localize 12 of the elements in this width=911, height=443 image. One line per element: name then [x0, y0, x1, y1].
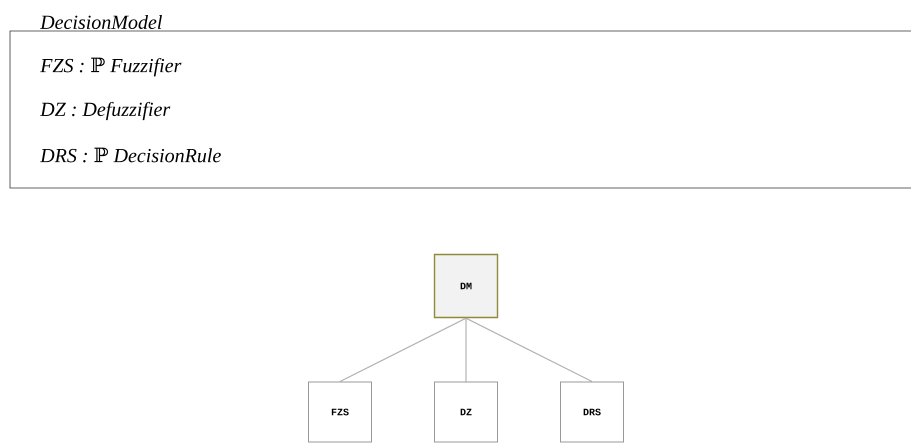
declaration: FZS : ℙ Fuzzifier: [40, 58, 182, 76]
child-box: FZS: [308, 382, 372, 442]
connector-line: [466, 318, 592, 382]
declaration: DZ : Defuzzifier: [40, 102, 170, 120]
child-box: DZ: [434, 382, 498, 442]
schema-title: DecisionModel: [37, 14, 166, 30]
schema-box: [10, 30, 911, 188]
root-box: DM: [434, 254, 498, 318]
connector-line: [465, 318, 467, 382]
child-box: DRS: [560, 382, 624, 442]
declaration: DRS : ℙ DecisionRule: [40, 148, 221, 162]
connector-line: [340, 318, 466, 382]
